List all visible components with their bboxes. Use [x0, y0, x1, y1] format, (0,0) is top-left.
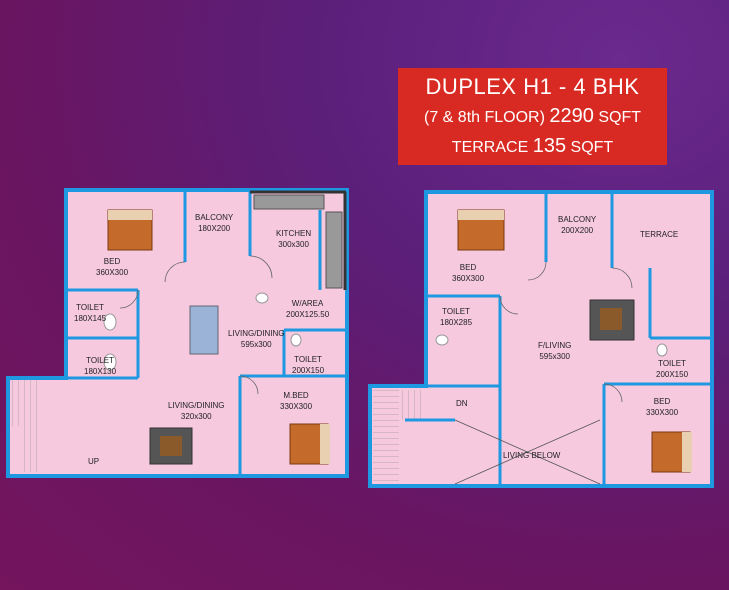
lower-stair-up-label: UP	[88, 457, 100, 466]
upper-toilet-fixture-icon	[435, 334, 449, 346]
floor-range: (7 & 8th FLOOR)	[424, 108, 545, 126]
title-banner: DUPLEX H1 - 4 BHK (7 & 8th FLOOR) 2290 S…	[398, 68, 667, 165]
stair-upper	[373, 390, 399, 482]
upper-floor-plan	[368, 190, 714, 488]
terrace-unit: SQFT	[570, 138, 614, 156]
terrace-label: TERRACE	[451, 138, 529, 156]
banner-title: DUPLEX H1 - 4 BHK	[425, 73, 640, 99]
kitchen-counter	[253, 194, 325, 210]
upper-terrace-label: TERRACE	[640, 230, 679, 239]
toilet-fixture-icon	[103, 313, 117, 331]
area-value: 2290	[549, 104, 594, 127]
stair-lower	[10, 380, 42, 426]
dining-table-icon	[189, 305, 219, 355]
area-unit: SQFT	[598, 108, 641, 126]
banner-terrace: TERRACE 135 SQFT	[398, 132, 667, 162]
lower-floor-plan	[6, 188, 349, 478]
living-below-label: LIVING BELOW	[503, 451, 561, 460]
banner-area: (7 & 8th FLOOR) 2290 SQFT	[398, 102, 667, 132]
stair-lower-2	[22, 426, 42, 472]
terrace-value: 135	[532, 134, 567, 157]
upper-stair-dn-label: DN	[456, 399, 468, 408]
